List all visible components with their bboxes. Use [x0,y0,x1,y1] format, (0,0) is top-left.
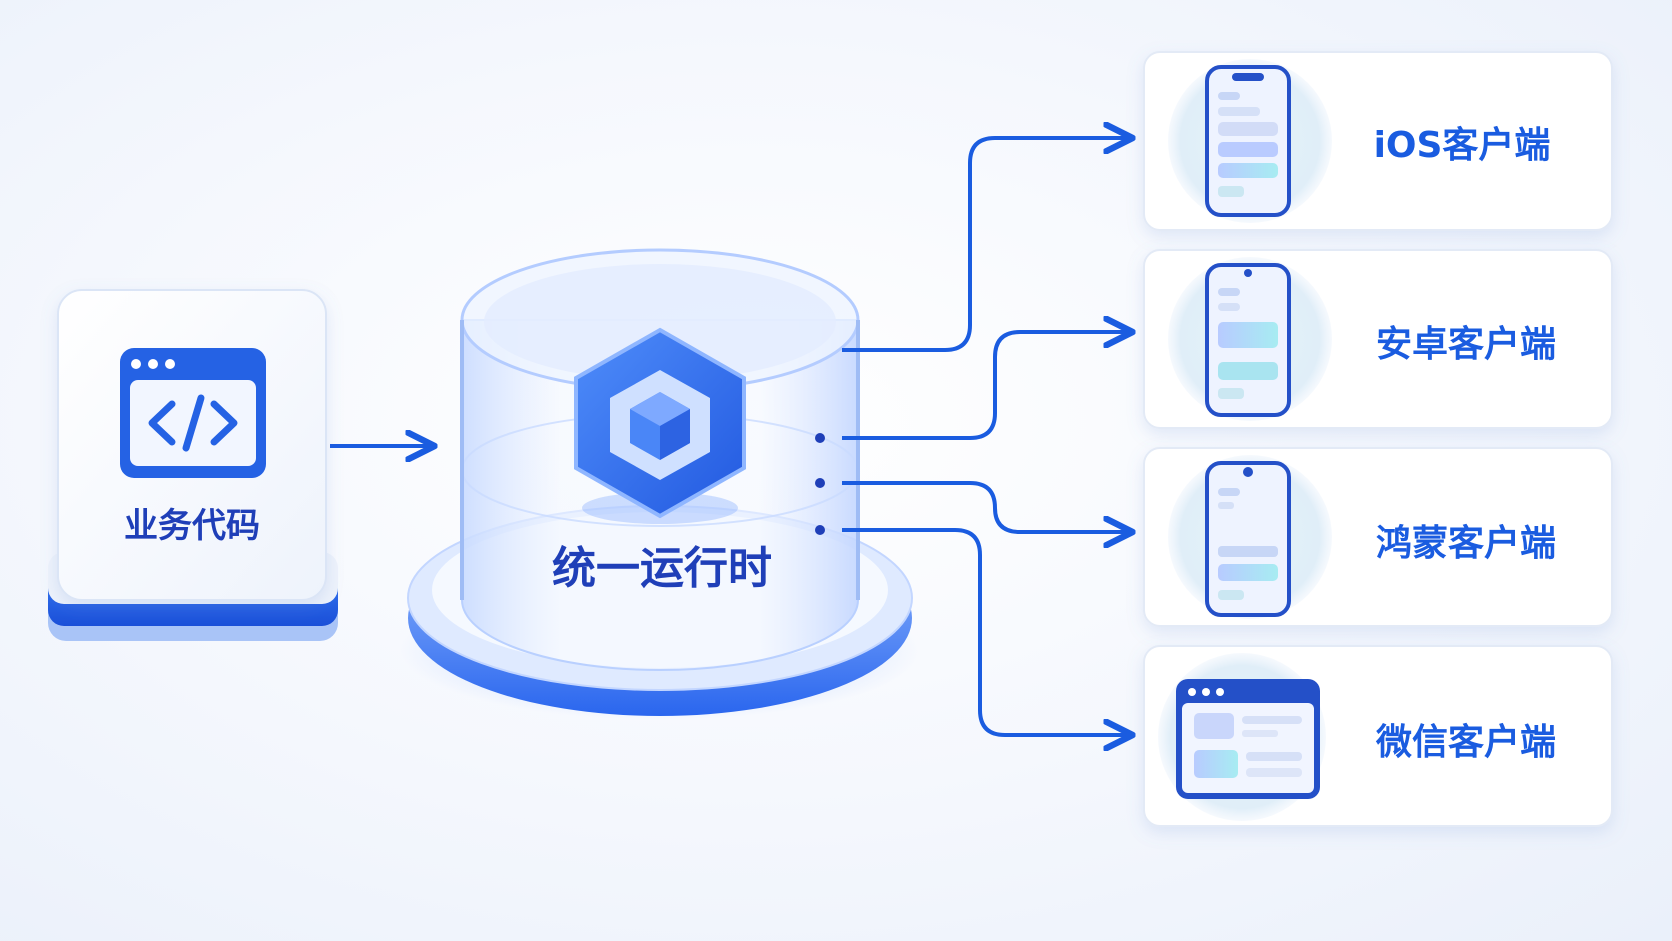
client-card-wechat: 微信客户端 [1143,645,1613,827]
code-window-icon [120,348,266,478]
phone-icon [1205,461,1291,617]
arrow-to-android [842,332,1130,440]
connector-dot [815,478,825,488]
connectors [815,138,1130,735]
client-label-android: 安卓客户端 [1376,324,1556,365]
client-label-harmony: 鸿蒙客户端 [1376,523,1556,564]
phone-icon [1205,65,1291,217]
client-label-wechat: 微信客户端 [1375,722,1556,763]
phone-icon [1205,263,1291,417]
client-card-harmony: 鸿蒙客户端 [1143,447,1613,627]
arrow-to-wechat [842,528,1130,735]
source-label: 业务代码 [124,506,260,546]
runtime-label: 统一运行时 [552,543,772,594]
client-label-ios: iOS客户端 [1374,125,1551,166]
runtime-cylinder: 统一运行时 [400,248,920,720]
browser-window-icon [1176,679,1320,799]
arrow-to-ios [842,138,1130,352]
arrow-to-harmony [842,481,1130,532]
cube-icon [574,327,746,524]
source-card: 业务代码 [48,289,338,641]
connector-dot [815,433,825,443]
connector-dot [815,525,825,535]
client-card-ios: iOS客户端 [1143,51,1613,231]
client-card-android: 安卓客户端 [1143,249,1613,429]
